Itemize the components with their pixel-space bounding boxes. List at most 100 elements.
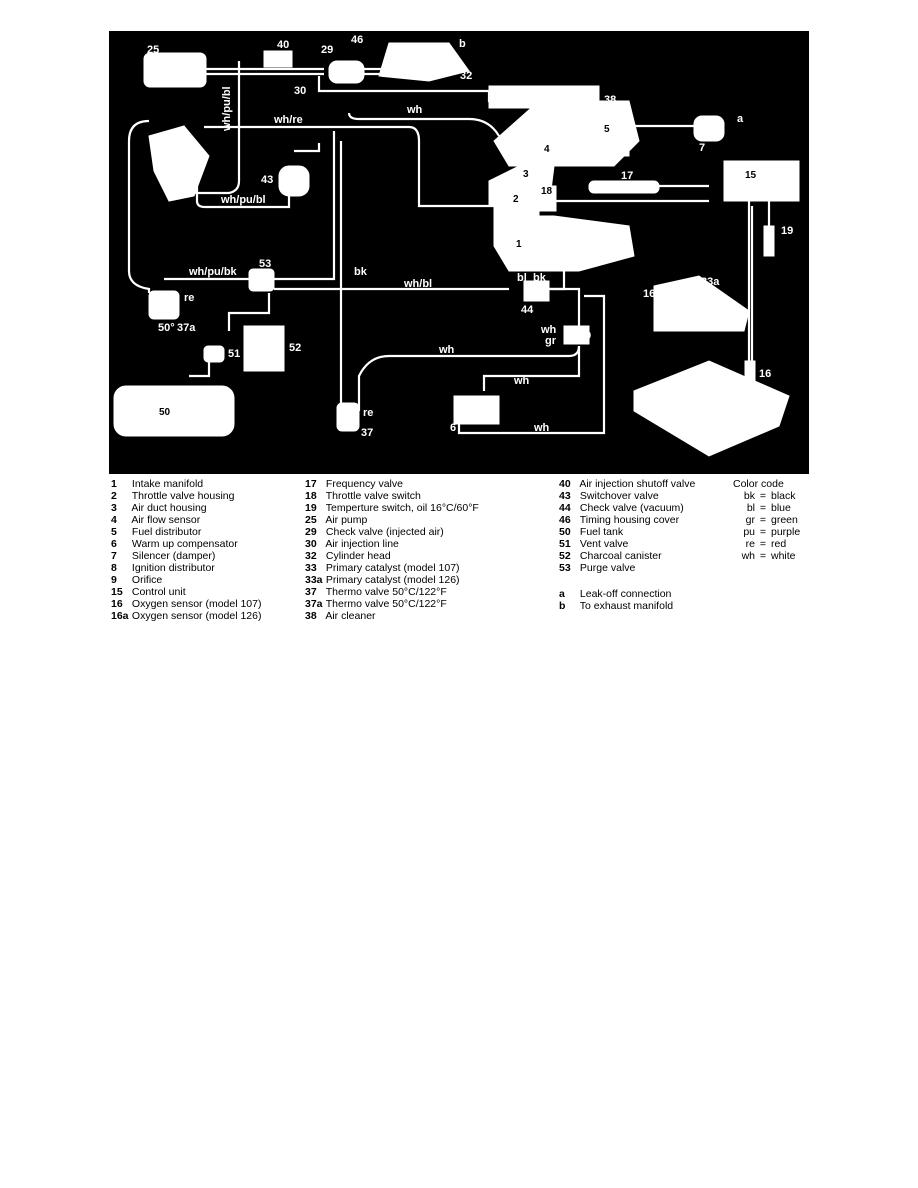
- legend-description: Charcoal canister: [577, 550, 662, 562]
- legend-key: 40: [559, 478, 571, 490]
- color-name: purple: [771, 526, 801, 538]
- wire-label: wh/pu/bk: [188, 266, 238, 278]
- part-callout-17: 17: [621, 170, 633, 182]
- part-callout-3: 3: [523, 169, 529, 180]
- legend-description: To exhaust manifold: [577, 600, 674, 612]
- legend-description: Throttle valve switch: [323, 490, 421, 502]
- legend-key: 2: [111, 490, 117, 502]
- equals-sign: =: [759, 502, 767, 514]
- legend-item: 2 Throttle valve housing: [111, 490, 261, 502]
- legend-item: 19 Temperture switch, oil 16°C/60°F: [305, 502, 479, 514]
- part-callout-a: a: [737, 113, 744, 125]
- legend-description: Vent valve: [577, 538, 629, 550]
- part-callout-37a: 37a: [177, 322, 196, 334]
- cylinder-head-32: [378, 42, 470, 82]
- check-valve-29: [328, 60, 365, 84]
- hose-wh-re: [204, 125, 509, 208]
- part-callout-6: 6: [450, 422, 456, 434]
- hose-bk: [274, 131, 336, 281]
- legend-key: 30: [305, 538, 317, 550]
- legend-key: 5: [111, 526, 117, 538]
- legend-key: 29: [305, 526, 317, 538]
- legend-description: Silencer (damper): [129, 550, 216, 562]
- legend-description: Fuel tank: [577, 526, 624, 538]
- legend-description: Leak-off connection: [577, 588, 672, 600]
- legend-key: 16a: [111, 610, 129, 622]
- part-callout-9: 9: [585, 330, 591, 342]
- color-code-item: bk=black: [733, 490, 800, 502]
- legend-item: 33 Primary catalyst (model 107): [305, 562, 479, 574]
- wire-label: wh: [406, 104, 423, 116]
- wire-label: wh/pu/bl: [220, 194, 266, 206]
- legend-key: 38: [305, 610, 317, 622]
- temp-switch-19: [763, 225, 775, 257]
- shutoff-valve-40: [263, 50, 293, 68]
- hose-left-loop: [127, 119, 151, 293]
- legend-key: 33: [305, 562, 317, 574]
- ignition-distributor-8: [148, 125, 210, 202]
- control-unit-15: [723, 160, 800, 202]
- legend-key: 51: [559, 538, 571, 550]
- part-callout-50: 50°: [158, 322, 175, 334]
- legend-description: Primary catalyst (model 107): [323, 562, 460, 574]
- hose-wh-mid: [357, 345, 581, 411]
- fuel-tank-50: [113, 385, 235, 437]
- legend-key: 17: [305, 478, 317, 490]
- legend-key: 7: [111, 550, 117, 562]
- legend-description: Air cleaner: [323, 610, 376, 622]
- color-name: white: [771, 550, 796, 562]
- color-abbrev: re: [745, 538, 755, 550]
- color-name: red: [771, 538, 787, 550]
- purge-valve-53: [248, 268, 275, 292]
- equals-sign: =: [759, 526, 767, 538]
- legend-description: Air injection line: [323, 538, 399, 550]
- legend-key: 18: [305, 490, 317, 502]
- legend-description: Check valve (injected air): [323, 526, 444, 538]
- color-code-item: bl = blue: [733, 502, 800, 514]
- legend-description: Temperture switch, oil 16°C/60°F: [323, 502, 479, 514]
- color-code-item: wh=white: [733, 550, 800, 562]
- legend-item: 51 Vent valve: [559, 538, 695, 550]
- legend-item: 1 Intake manifold: [111, 478, 261, 490]
- color-abbrev: bl: [746, 502, 755, 514]
- thermo-valve-37a: [148, 290, 180, 320]
- legend-key: 37a: [305, 598, 323, 610]
- legend-item: a Leak-off connection: [559, 588, 695, 600]
- legend-description: Ignition distributor: [129, 562, 215, 574]
- hose-wh-bottom: [457, 294, 606, 435]
- legend-item: 37a Thermo valve 50°C/122°F: [305, 598, 479, 610]
- legend-item: 52 Charcoal canister: [559, 550, 695, 562]
- legend-key: a: [559, 588, 565, 600]
- legend-description: Thermo valve 50°C/122°F: [323, 598, 447, 610]
- wire-label: wh/re: [273, 114, 303, 126]
- legend-description: Throttle valve housing: [129, 490, 235, 502]
- part-callout-30: 30: [294, 85, 306, 97]
- part-callout-40: 40: [277, 39, 289, 51]
- air-line-top: [204, 67, 414, 76]
- legend-column-2: 17 Frequency valve 18 Throttle valve swit…: [305, 478, 479, 622]
- hose-wh-lower: [482, 346, 581, 391]
- legend-item: 33a Primary catalyst (model 126): [305, 574, 479, 586]
- color-name: blue: [771, 502, 791, 514]
- color-code-item: pu=purple: [733, 526, 800, 538]
- color-name: black: [771, 490, 796, 502]
- legend-item: 16 Oxygen sensor (model 107): [111, 598, 261, 610]
- part-callout-33a: 33a: [701, 276, 720, 288]
- color-abbrev: bk: [743, 490, 755, 502]
- color-code-title: Color code: [733, 478, 784, 490]
- part-callout-37: 37: [361, 427, 373, 439]
- legend-description: Frequency valve: [323, 478, 403, 490]
- legend-key: 6: [111, 538, 117, 550]
- part-callout-2: 2: [513, 194, 519, 205]
- wire-label: re: [184, 292, 194, 304]
- part-callout-8: 8: [169, 182, 175, 194]
- hose-wh-top: [347, 112, 500, 137]
- hose-to-43: [294, 143, 321, 153]
- legend-item: 8 Ignition distributor: [111, 562, 261, 574]
- legend-description: Switchover valve: [577, 490, 659, 502]
- equals-sign: =: [759, 550, 767, 562]
- vent-valve-51: [203, 345, 225, 363]
- oxygen-sensor-16: [744, 360, 756, 392]
- legend-key: 43: [559, 490, 571, 502]
